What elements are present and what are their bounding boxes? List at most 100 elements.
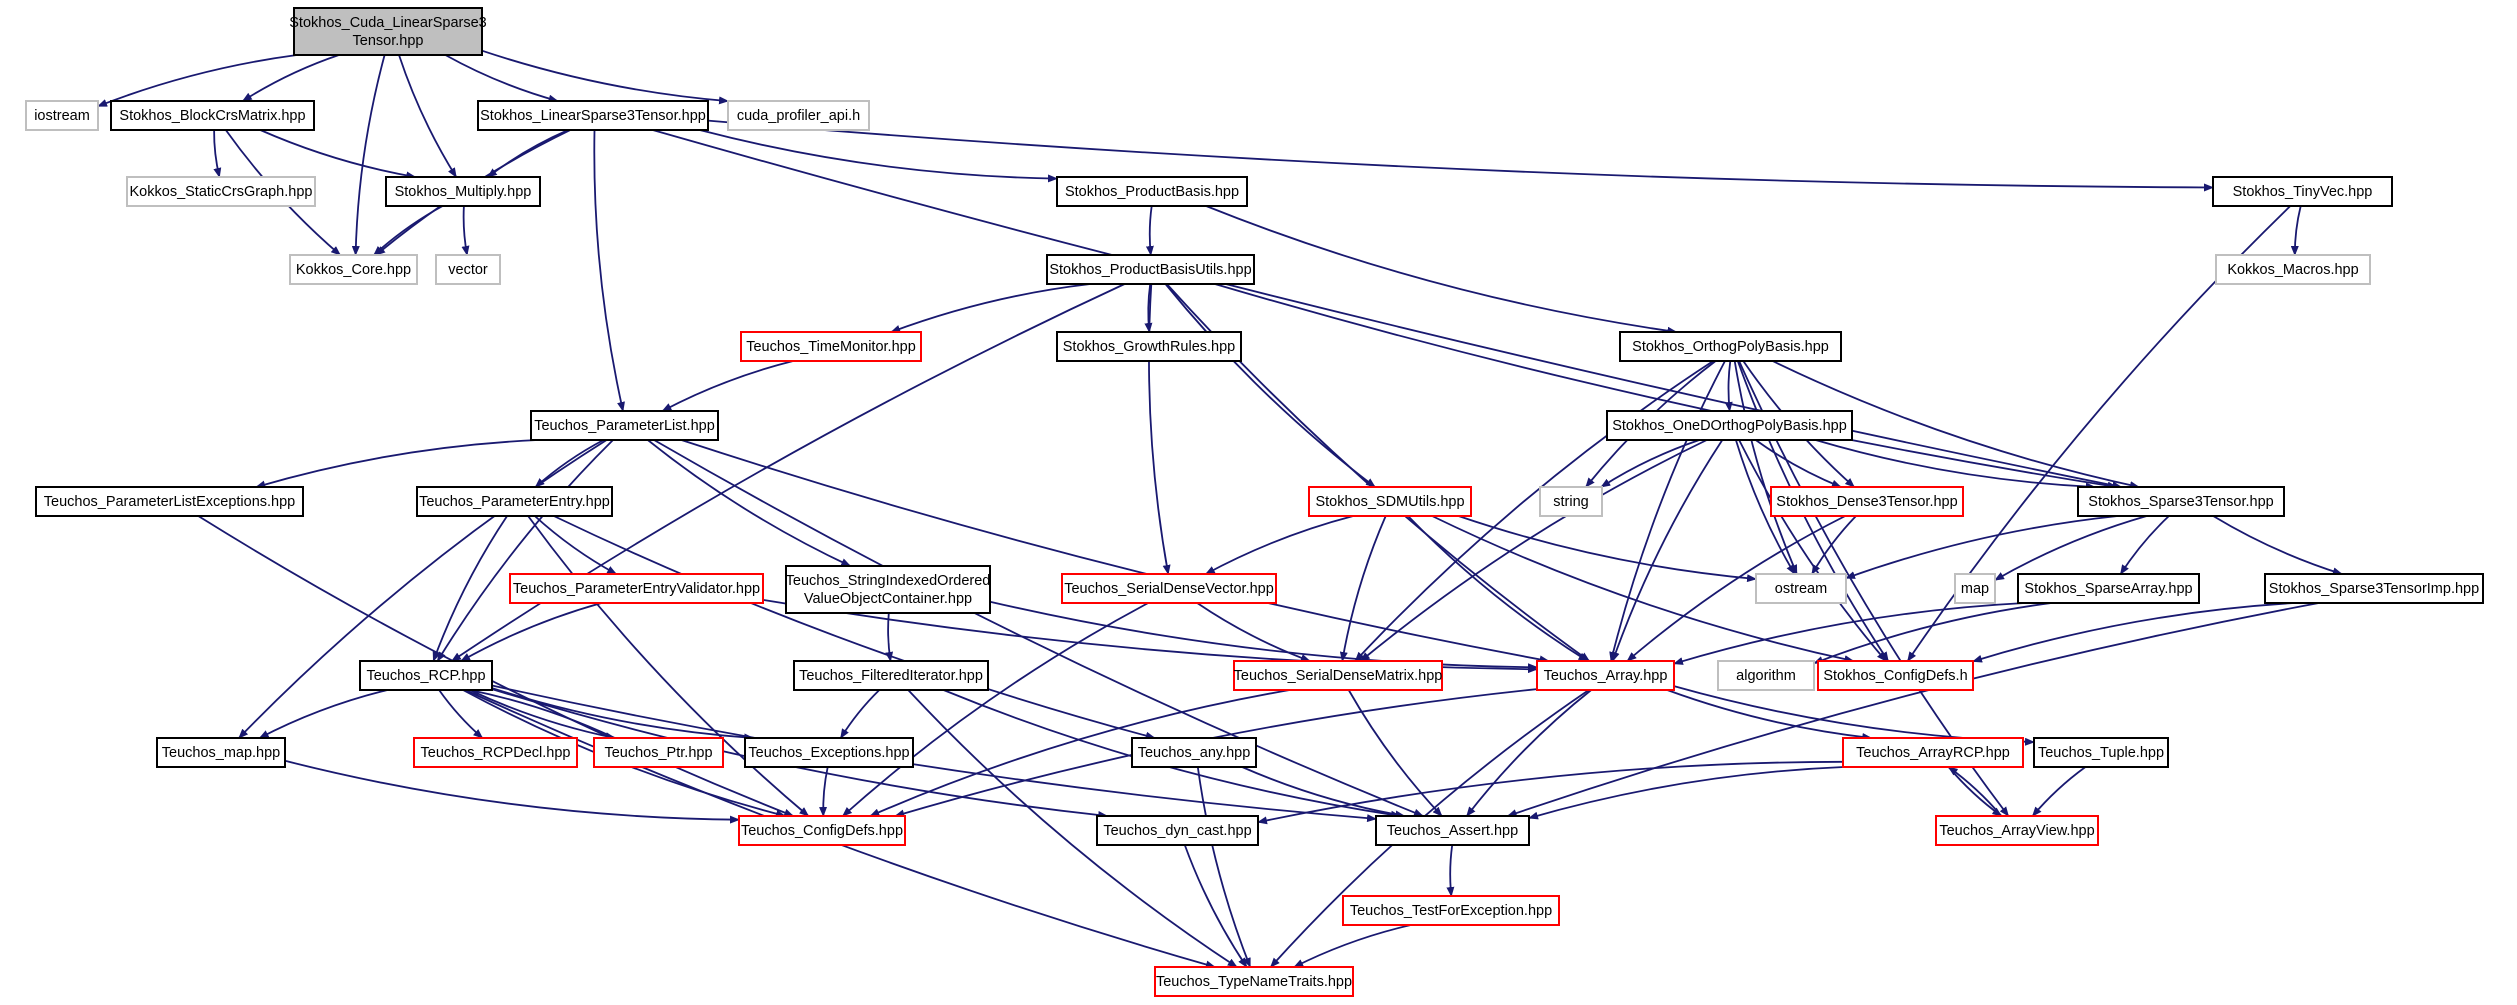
- node-linsparse[interactable]: Stokhos_LinearSparse3Tensor.hpp: [477, 100, 709, 131]
- node-box-root[interactable]: [293, 7, 483, 56]
- node-box-dense3[interactable]: [1770, 486, 1964, 517]
- node-box-prodbasis[interactable]: [1056, 176, 1248, 207]
- node-vector[interactable]: vector: [435, 254, 501, 285]
- node-box-iostream[interactable]: [25, 100, 99, 131]
- node-orthogpoly[interactable]: Stokhos_OrthogPolyBasis.hpp: [1619, 331, 1842, 362]
- node-timemonitor[interactable]: Teuchos_TimeMonitor.hpp: [740, 331, 922, 362]
- node-kmacros[interactable]: Kokkos_Macros.hpp: [2215, 254, 2371, 285]
- node-cudaprof[interactable]: cuda_profiler_api.h: [727, 100, 870, 131]
- node-box-kcore[interactable]: [289, 254, 418, 285]
- node-box-multiply[interactable]: [385, 176, 541, 207]
- node-box-plexceptions[interactable]: [35, 486, 304, 517]
- node-box-serialdensematrix[interactable]: [1233, 660, 1443, 691]
- node-pevalidator[interactable]: Teuchos_ParameterEntryValidator.hpp: [509, 573, 764, 604]
- node-rcp[interactable]: Teuchos_RCP.hpp: [359, 660, 493, 691]
- node-stringindexed[interactable]: Teuchos_StringIndexedOrderedValueObjectC…: [785, 565, 991, 614]
- node-box-rcpdecl[interactable]: [413, 737, 578, 768]
- node-box-string[interactable]: [1539, 486, 1603, 517]
- node-box-serialdensevector[interactable]: [1061, 573, 1277, 604]
- node-kcore[interactable]: Kokkos_Core.hpp: [289, 254, 418, 285]
- node-map[interactable]: map: [1954, 573, 1996, 604]
- node-growthrules[interactable]: Stokhos_GrowthRules.hpp: [1056, 331, 1242, 362]
- node-prodbasis[interactable]: Stokhos_ProductBasis.hpp: [1056, 176, 1248, 207]
- node-box-dyncast[interactable]: [1096, 815, 1259, 846]
- node-box-typenametraits[interactable]: [1154, 966, 1354, 997]
- node-filtered[interactable]: Teuchos_FilteredIterator.hpp: [793, 660, 989, 691]
- node-box-tinyvec[interactable]: [2212, 176, 2393, 207]
- node-box-testfor[interactable]: [1342, 895, 1560, 926]
- node-testfor[interactable]: Teuchos_TestForException.hpp: [1342, 895, 1560, 926]
- node-configdefs[interactable]: Stokhos_ConfigDefs.h: [1817, 660, 1974, 691]
- node-multiply[interactable]: Stokhos_Multiply.hpp: [385, 176, 541, 207]
- node-box-timemonitor[interactable]: [740, 331, 922, 362]
- node-box-linsparse[interactable]: [477, 100, 709, 131]
- node-blockcrs[interactable]: Stokhos_BlockCrsMatrix.hpp: [110, 100, 315, 131]
- node-box-arrayrcp[interactable]: [1842, 737, 2024, 768]
- node-plexceptions[interactable]: Teuchos_ParameterListExceptions.hpp: [35, 486, 304, 517]
- node-box-paramlist[interactable]: [530, 410, 719, 441]
- node-arrayrcp[interactable]: Teuchos_ArrayRCP.hpp: [1842, 737, 2024, 768]
- node-box-sparse3imp[interactable]: [2264, 573, 2484, 604]
- node-sdmutils[interactable]: Stokhos_SDMUtils.hpp: [1308, 486, 1472, 517]
- node-box-ostream[interactable]: [1755, 573, 1847, 604]
- node-serialdensematrix[interactable]: Teuchos_SerialDenseMatrix.hpp: [1233, 660, 1443, 691]
- node-box-exceptions[interactable]: [744, 737, 914, 768]
- node-string[interactable]: string: [1539, 486, 1603, 517]
- node-box-pevalidator[interactable]: [509, 573, 764, 604]
- node-box-sparsearray[interactable]: [2017, 573, 2200, 604]
- node-box-vector[interactable]: [435, 254, 501, 285]
- node-box-rcp[interactable]: [359, 660, 493, 691]
- node-box-tconfigdefs[interactable]: [738, 815, 906, 846]
- node-rcpdecl[interactable]: Teuchos_RCPDecl.hpp: [413, 737, 578, 768]
- node-box-configdefs[interactable]: [1817, 660, 1974, 691]
- node-paramentry[interactable]: Teuchos_ParameterEntry.hpp: [416, 486, 613, 517]
- node-box-orthogpoly[interactable]: [1619, 331, 1842, 362]
- node-serialdensevector[interactable]: Teuchos_SerialDenseVector.hpp: [1061, 573, 1277, 604]
- node-assert[interactable]: Teuchos_Assert.hpp: [1375, 815, 1530, 846]
- node-box-any[interactable]: [1131, 737, 1257, 768]
- node-dense3[interactable]: Stokhos_Dense3Tensor.hpp: [1770, 486, 1964, 517]
- node-box-algorithm[interactable]: [1717, 660, 1815, 691]
- node-box-blockcrs[interactable]: [110, 100, 315, 131]
- node-box-ptr[interactable]: [593, 737, 724, 768]
- node-typenametraits[interactable]: Teuchos_TypeNameTraits.hpp: [1154, 966, 1354, 997]
- node-tconfigdefs[interactable]: Teuchos_ConfigDefs.hpp: [738, 815, 906, 846]
- node-kstaticcrs[interactable]: Kokkos_StaticCrsGraph.hpp: [126, 176, 316, 207]
- node-box-paramentry[interactable]: [416, 486, 613, 517]
- node-box-growthrules[interactable]: [1056, 331, 1242, 362]
- node-box-tmap[interactable]: [156, 737, 286, 768]
- node-box-onedorthog[interactable]: [1606, 410, 1853, 441]
- node-box-arrayview[interactable]: [1935, 815, 2099, 846]
- node-exceptions[interactable]: Teuchos_Exceptions.hpp: [744, 737, 914, 768]
- node-box-kmacros[interactable]: [2215, 254, 2371, 285]
- node-array[interactable]: Teuchos_Array.hpp: [1536, 660, 1675, 691]
- node-box-sdmutils[interactable]: [1308, 486, 1472, 517]
- node-box-prodbasisutils[interactable]: [1046, 254, 1255, 285]
- node-box-sparse3[interactable]: [2077, 486, 2285, 517]
- node-root[interactable]: Stokhos_Cuda_LinearSparse3Tensor.hpp: [289, 7, 487, 56]
- node-ptr[interactable]: Teuchos_Ptr.hpp: [593, 737, 724, 768]
- node-box-array[interactable]: [1536, 660, 1675, 691]
- node-box-stringindexed[interactable]: [785, 565, 991, 614]
- node-ostream[interactable]: ostream: [1755, 573, 1847, 604]
- node-sparse3[interactable]: Stokhos_Sparse3Tensor.hpp: [2077, 486, 2285, 517]
- node-onedorthog[interactable]: Stokhos_OneDOrthogPolyBasis.hpp: [1606, 410, 1853, 441]
- node-box-cudaprof[interactable]: [727, 100, 870, 131]
- node-box-assert[interactable]: [1375, 815, 1530, 846]
- node-dyncast[interactable]: Teuchos_dyn_cast.hpp: [1096, 815, 1259, 846]
- node-tinyvec[interactable]: Stokhos_TinyVec.hpp: [2212, 176, 2393, 207]
- node-algorithm[interactable]: algorithm: [1717, 660, 1815, 691]
- node-tuple[interactable]: Teuchos_Tuple.hpp: [2033, 737, 2169, 768]
- node-sparsearray[interactable]: Stokhos_SparseArray.hpp: [2017, 573, 2200, 604]
- node-paramlist[interactable]: Teuchos_ParameterList.hpp: [530, 410, 719, 441]
- node-box-tuple[interactable]: [2033, 737, 2169, 768]
- node-box-filtered[interactable]: [793, 660, 989, 691]
- node-tmap[interactable]: Teuchos_map.hpp: [156, 737, 286, 768]
- node-prodbasisutils[interactable]: Stokhos_ProductBasisUtils.hpp: [1046, 254, 1255, 285]
- node-iostream[interactable]: iostream: [25, 100, 99, 131]
- node-box-map[interactable]: [1954, 573, 1996, 604]
- node-box-kstaticcrs[interactable]: [126, 176, 316, 207]
- node-sparse3imp[interactable]: Stokhos_Sparse3TensorImp.hpp: [2264, 573, 2484, 604]
- node-any[interactable]: Teuchos_any.hpp: [1131, 737, 1257, 768]
- node-arrayview[interactable]: Teuchos_ArrayView.hpp: [1935, 815, 2099, 846]
